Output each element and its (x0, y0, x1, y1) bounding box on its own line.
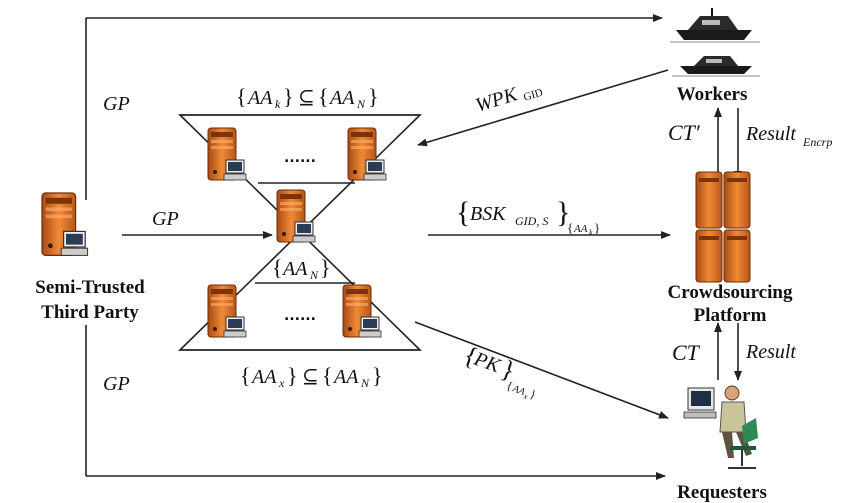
svg-text:AA: AA (328, 87, 355, 109)
svg-text:{: { (322, 363, 333, 388)
middle-authority-set-label: { AA N } (272, 255, 331, 282)
svg-text:}: } (528, 387, 538, 402)
platform-label-line2: Platform (694, 305, 767, 326)
authority-server-icon (276, 189, 316, 243)
svg-text:AA: AA (281, 258, 308, 280)
svg-text:{: { (318, 84, 329, 109)
svg-text:{: { (236, 84, 247, 109)
svg-text:Encrp: Encrp (802, 135, 832, 149)
pk-label: { PK } { AA x } (460, 340, 538, 402)
svg-text:}: } (372, 363, 383, 388)
svg-text:}: } (368, 84, 379, 109)
svg-text:N: N (356, 97, 366, 111)
svg-text:}: } (594, 220, 600, 235)
svg-text:⊆: ⊆ (302, 366, 319, 388)
pk-arrow (414, 321, 669, 419)
crowdsourcing-platform-server-icon (695, 171, 751, 283)
svg-text:WPK: WPK (473, 83, 521, 117)
ct-label: CT (672, 340, 701, 365)
svg-text:{: { (456, 196, 470, 229)
svg-text:}: } (287, 363, 298, 388)
authorities-ellipsis-bottom: ...... (284, 308, 316, 324)
bottom-authority-set-label: { AA x } ⊆ { AA N } (240, 363, 383, 390)
svg-text:{: { (240, 363, 251, 388)
workers-boat-icon (670, 8, 760, 43)
svg-text:Result: Result (745, 123, 796, 145)
svg-text:AA: AA (510, 383, 527, 398)
svg-text:k: k (589, 228, 593, 237)
svg-text:AA: AA (332, 366, 359, 388)
workers-boat-icon (672, 56, 760, 77)
gp-bottom-label: GP (103, 373, 130, 395)
svg-text:}: } (320, 255, 331, 280)
bsk-label: { BSK GID, S } { AA k } (456, 196, 600, 237)
svg-text:{: { (505, 378, 515, 393)
third-party-label-line2: Third Party (41, 302, 139, 323)
result-encrp-label: Result Encrp (745, 123, 832, 149)
gp-top-label: GP (103, 93, 130, 115)
svg-text:GID, S: GID, S (515, 214, 548, 228)
svg-text:{: { (272, 255, 283, 280)
requester-person-icon (683, 385, 758, 469)
svg-text:N: N (360, 376, 370, 390)
third-party-label-line1: Semi-Trusted (35, 277, 145, 298)
ct-prime-label: CT′ (668, 120, 701, 145)
svg-text:N: N (309, 268, 319, 282)
wpk-label: WPK GID (473, 83, 544, 117)
gp-mid-label: GP (152, 208, 179, 230)
workers-label: Workers (677, 84, 748, 105)
authority-server-icon (342, 284, 382, 338)
authorities-ellipsis-top: ...... (284, 150, 316, 166)
authority-server-icon (207, 127, 247, 181)
wpk-arrow (417, 69, 669, 147)
svg-text:}: } (283, 84, 294, 109)
svg-text:AA: AA (573, 223, 588, 235)
svg-text:{: { (567, 220, 573, 235)
requesters-label: Requesters (677, 482, 767, 503)
svg-text:GID: GID (522, 86, 544, 103)
svg-text:AA: AA (246, 87, 273, 109)
result-label: Result (745, 341, 796, 363)
top-authority-set-label: { AA k } ⊆ { AA N } (236, 84, 379, 111)
svg-text:x: x (522, 391, 530, 401)
svg-text:}: } (556, 196, 570, 229)
svg-text:BSK: BSK (470, 203, 507, 225)
svg-text:k: k (275, 97, 281, 111)
svg-text:x: x (278, 376, 285, 390)
svg-text:AA: AA (250, 366, 277, 388)
third-party-server-icon (41, 192, 89, 257)
authority-server-icon (207, 284, 247, 338)
platform-label-line1: Crowdsourcing (668, 282, 793, 303)
svg-text:⊆: ⊆ (298, 87, 315, 109)
